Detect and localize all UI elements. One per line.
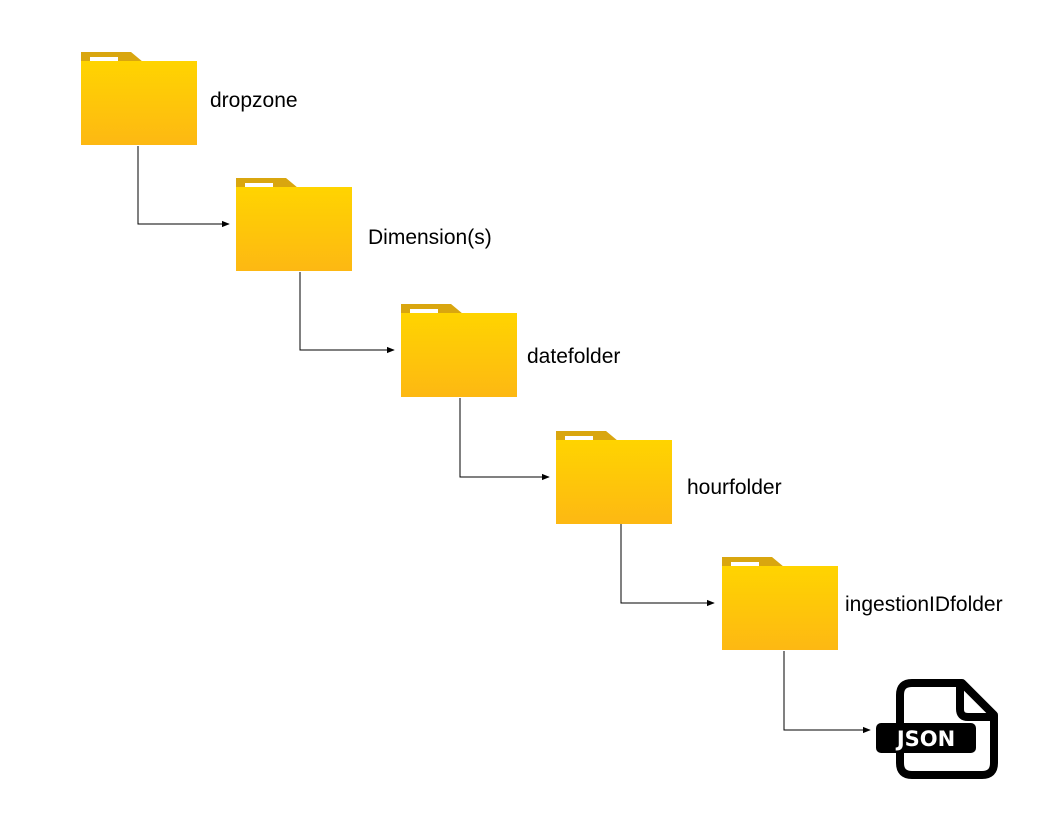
connector-arrow [299,272,395,354]
folder-label-dropzone: dropzone [210,89,298,112]
folder-label-ingestionidfolder: ingestionIDfolder [845,593,1003,616]
connector-arrow [459,398,550,481]
connector-group [137,146,871,734]
connector-arrow [783,651,871,734]
folder-label-datefolder: datefolder [527,345,621,368]
json-file-icon: JSON [876,679,998,779]
folder-icon-hourfolder [556,431,672,524]
folder-icon-datefolder [401,304,517,397]
connector-arrow [620,524,715,607]
connector-arrow [137,146,230,228]
folder-icon-dimensions [236,178,352,271]
folder-icon-ingestionidfolder [722,557,838,650]
folder-label-hourfolder: hourfolder [687,476,782,499]
json-file-label: JSON [895,727,955,751]
folder-label-dimensions: Dimension(s) [368,226,492,249]
folder-icon-dropzone [81,52,197,145]
